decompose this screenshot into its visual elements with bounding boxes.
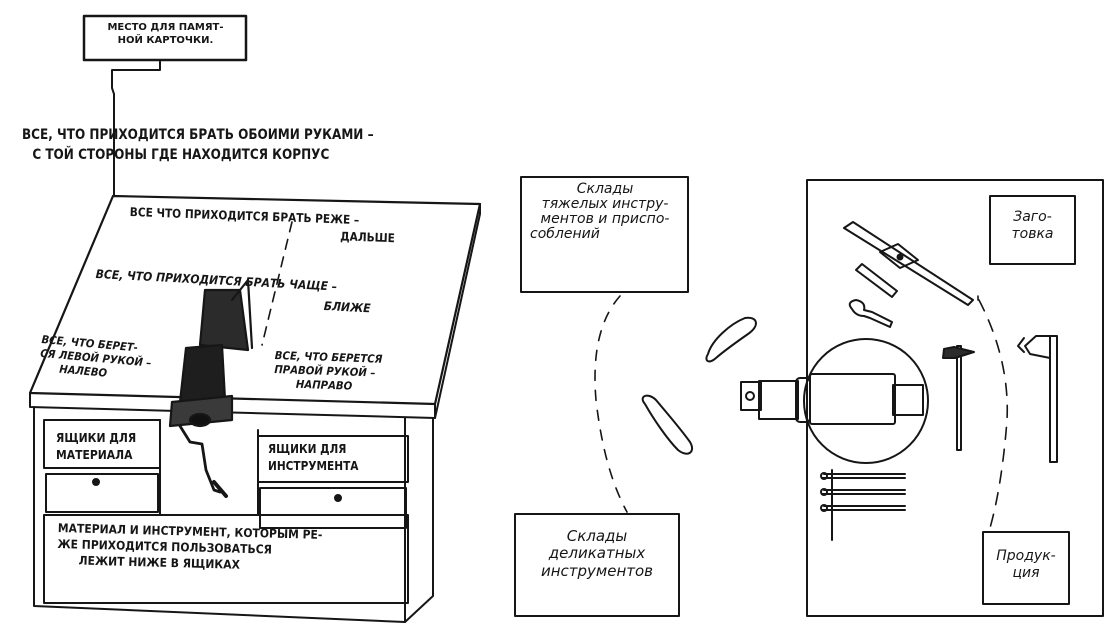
tool-box-label: ЯЩИКИ ДЛЯ ИНСТРУМЕНТА bbox=[268, 443, 358, 472]
memo-card-sign bbox=[82, 14, 248, 62]
stone-2 bbox=[641, 394, 694, 455]
right-hand-line-1: ВСЕ, ЧТО БЕРЕТСЯ bbox=[274, 349, 383, 366]
product-label: Продук- ция bbox=[985, 548, 1067, 582]
left-reach-arc bbox=[594, 295, 628, 513]
right-hand-line-3: НАПРАВО bbox=[295, 377, 353, 393]
sign-pole bbox=[111, 59, 161, 197]
delicate-tools-line-2: деликатных bbox=[548, 544, 646, 563]
delicate-tools-line-3: инструментов bbox=[540, 561, 654, 580]
bottom-drawer-label: МАТЕРИАЛ И ИНСТРУМЕНТ, КОТОРЫМ РЕ- ЖЕ ПР… bbox=[57, 521, 322, 573]
heavy-tools-label: Склады тяжелых инстру- ментов и приспо- … bbox=[524, 181, 686, 243]
both-hands-line-1: ВСЕ, ЧТО ПРИХОДИТСЯ БРАТЬ ОБОИМИ РУКАМИ … bbox=[22, 127, 374, 143]
often-line-2: БЛИЖЕ bbox=[323, 298, 371, 316]
product-box bbox=[982, 531, 1070, 605]
product-line-1: Продук- bbox=[996, 548, 1056, 564]
square-tool bbox=[1049, 335, 1058, 463]
heavy-tools-box bbox=[520, 176, 689, 293]
rarely-line-2: ДАЛЬШЕ bbox=[340, 229, 396, 246]
material-box-label: ЯЩИКИ ДЛЯ МАТЕРИАЛА bbox=[56, 432, 136, 461]
blank-line-1: Заго- bbox=[1013, 209, 1052, 225]
chisel-set bbox=[820, 469, 906, 541]
blank-line-2: товка bbox=[1011, 225, 1054, 242]
both-hands-label: ВСЕ, ЧТО ПРИХОДИТСЯ БРАТЬ ОБОИМИ РУКАМИ … bbox=[22, 128, 374, 162]
memo-card-line-1: МЕСТО ДЛЯ ПАМЯТ- bbox=[107, 22, 224, 33]
vise-turntable bbox=[803, 338, 929, 464]
material-drawer-lower bbox=[45, 473, 159, 513]
heavy-tools-line-1: Склады bbox=[576, 181, 634, 197]
bottom-drawer bbox=[43, 514, 409, 604]
memo-card-line-2: НОЙ КАРТОЧКИ. bbox=[117, 35, 214, 46]
heavy-tools-line-3: ментов и приспо- bbox=[540, 211, 670, 228]
hammer-tool bbox=[956, 345, 962, 451]
right-hand-line-2: ПРАВОЙ РУКОЙ – bbox=[274, 362, 376, 380]
both-hands-line-2: С ТОЙ СТОРОНЫ ГДЕ НАХОДИТСЯ КОРПУС bbox=[32, 147, 330, 163]
material-box-line-1: ЯЩИКИ ДЛЯ bbox=[56, 431, 137, 445]
file-tool bbox=[843, 221, 974, 306]
product-line-2: ция bbox=[1012, 564, 1040, 581]
delicate-tools-line-1: Склады bbox=[566, 527, 628, 545]
tool-drawer-lower bbox=[259, 487, 407, 529]
workplace-plan bbox=[514, 176, 1104, 617]
memo-card-label: МЕСТО ДЛЯ ПАМЯТ- НОЙ КАРТОЧКИ. bbox=[98, 23, 233, 46]
blank-box bbox=[989, 195, 1076, 265]
right-hand-label: ВСЕ, ЧТО БЕРЕТСЯ ПРАВОЙ РУКОЙ – НАПРАВО bbox=[274, 349, 383, 393]
stone-1 bbox=[705, 316, 757, 363]
heavy-tools-line-4: соблений bbox=[530, 226, 600, 243]
centre-dashed-line bbox=[261, 221, 293, 346]
delicate-tools-box bbox=[514, 513, 680, 617]
plan-vise-body bbox=[809, 373, 896, 425]
bench-vise bbox=[168, 278, 254, 498]
workbench-illustration bbox=[28, 14, 482, 623]
scribe-tool bbox=[855, 263, 898, 298]
material-box-line-2: МАТЕРИАЛА bbox=[56, 448, 133, 462]
blank-label: Заго- товка bbox=[992, 209, 1073, 243]
delicate-tools-label: Склады деликатных инструментов bbox=[518, 527, 676, 580]
tool-box-line-2: ИНСТРУМЕНТА bbox=[268, 459, 359, 473]
tool-box-line-1: ЯЩИКИ ДЛЯ bbox=[268, 442, 347, 456]
brush-tool bbox=[848, 299, 893, 328]
heavy-tools-line-2: тяжелых инстру- bbox=[541, 196, 669, 213]
workbench-plan-frame bbox=[806, 179, 1104, 617]
right-reach-arc bbox=[978, 299, 1009, 529]
